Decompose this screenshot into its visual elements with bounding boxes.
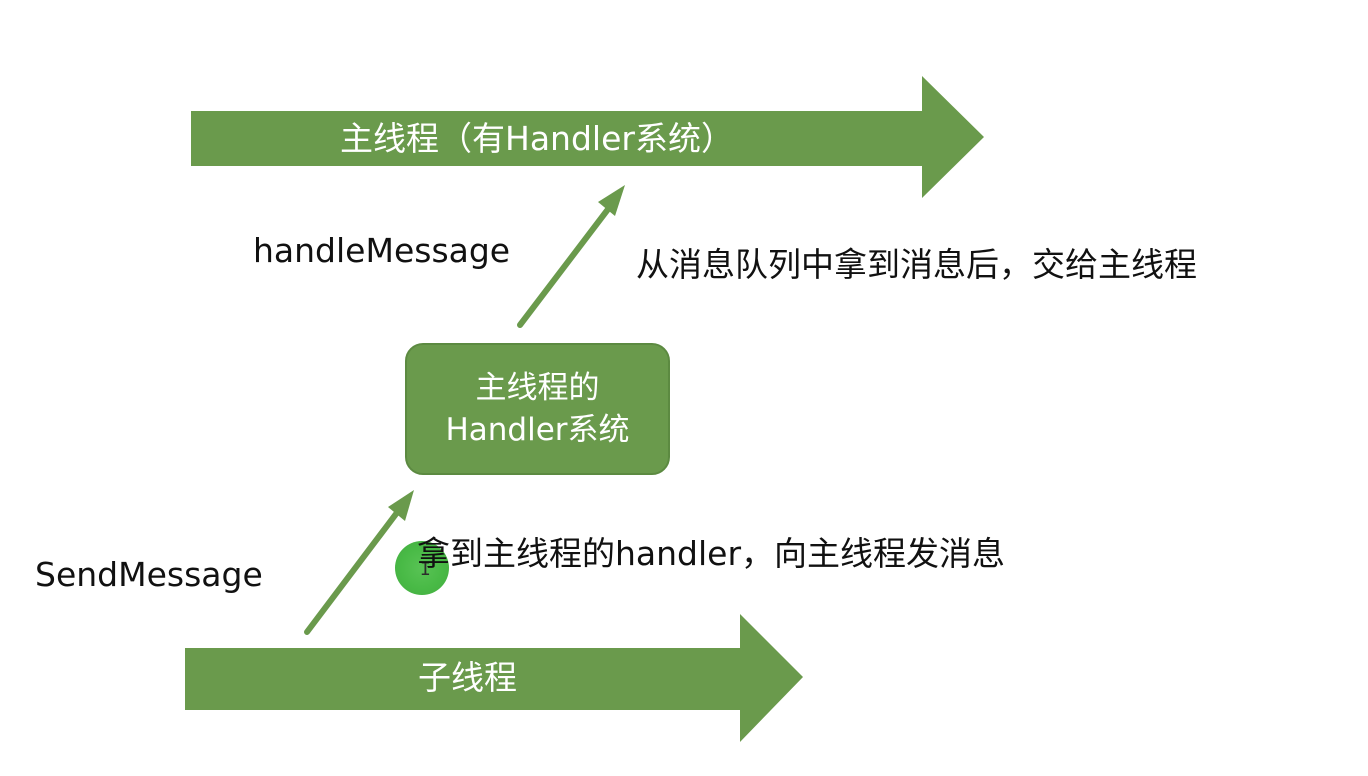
child-thread-arrow [185,614,803,742]
send-message-label: SendMessage [35,555,263,594]
send-message-arrowhead [388,490,414,521]
handler-box-line1: 主线程的 [475,370,600,406]
main-thread-label: 主线程（有Handler系统） [340,119,734,158]
handle-message-arrowhead [598,185,625,216]
send-message-description: 拿到主线程的handler，向主线程发消息 [417,534,1006,573]
text-cursor-icon: I [420,559,431,580]
send-message-connector [304,499,408,635]
child-thread-label: 子线程 [418,658,517,697]
cursor-highlight [395,541,449,595]
handler-box-line2: Handler系统 [445,412,630,448]
handle-message-label: handleMessage [253,231,511,270]
handler-system-box: 主线程的 Handler系统 [405,343,670,475]
handle-message-connector [517,197,618,328]
handle-message-description: 从消息队列中拿到消息后，交给主线程 [636,245,1197,284]
main-thread-arrow [191,76,984,198]
